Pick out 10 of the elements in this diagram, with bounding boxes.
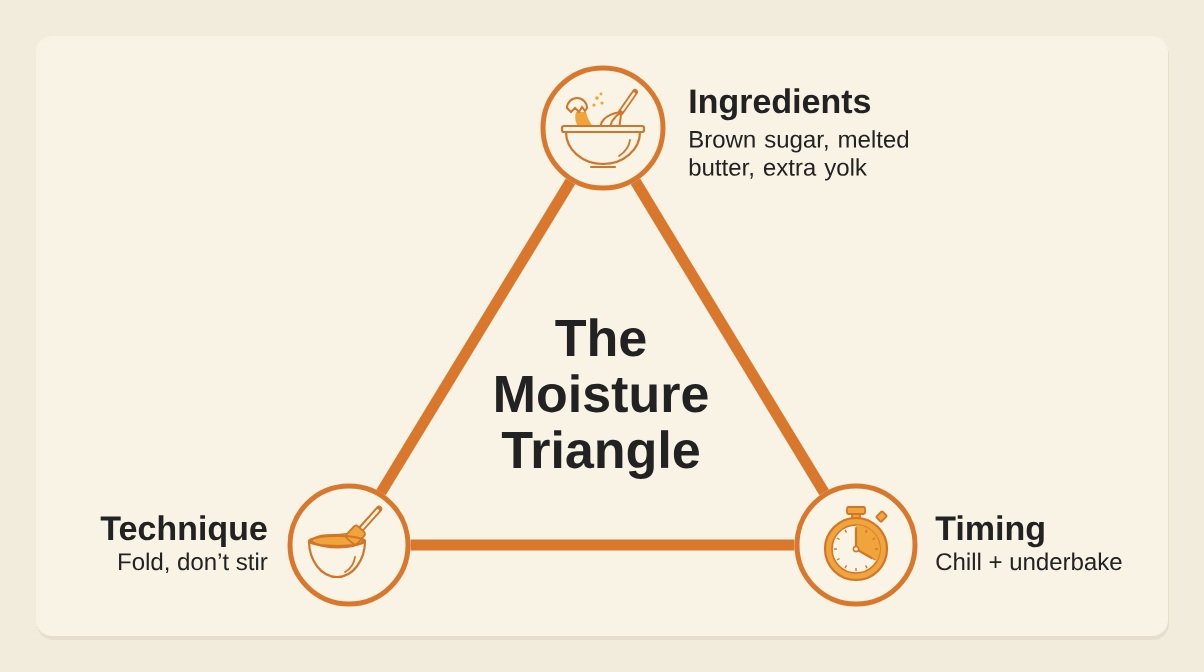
description: Chill + underbake bbox=[936, 552, 1122, 571]
heading: Timing bbox=[935, 515, 1044, 548]
heading: Technique bbox=[100, 515, 267, 548]
description: Fold, don’t stir bbox=[119, 552, 268, 574]
connector-line bbox=[630, 178, 829, 496]
connector-line bbox=[410, 539, 795, 551]
connector-line bbox=[376, 178, 576, 496]
heading: Ingredients bbox=[690, 88, 871, 121]
title: The Moisture Triangle bbox=[496, 318, 708, 479]
description: Brown sugar, melted butter, extra yolk bbox=[689, 130, 909, 181]
